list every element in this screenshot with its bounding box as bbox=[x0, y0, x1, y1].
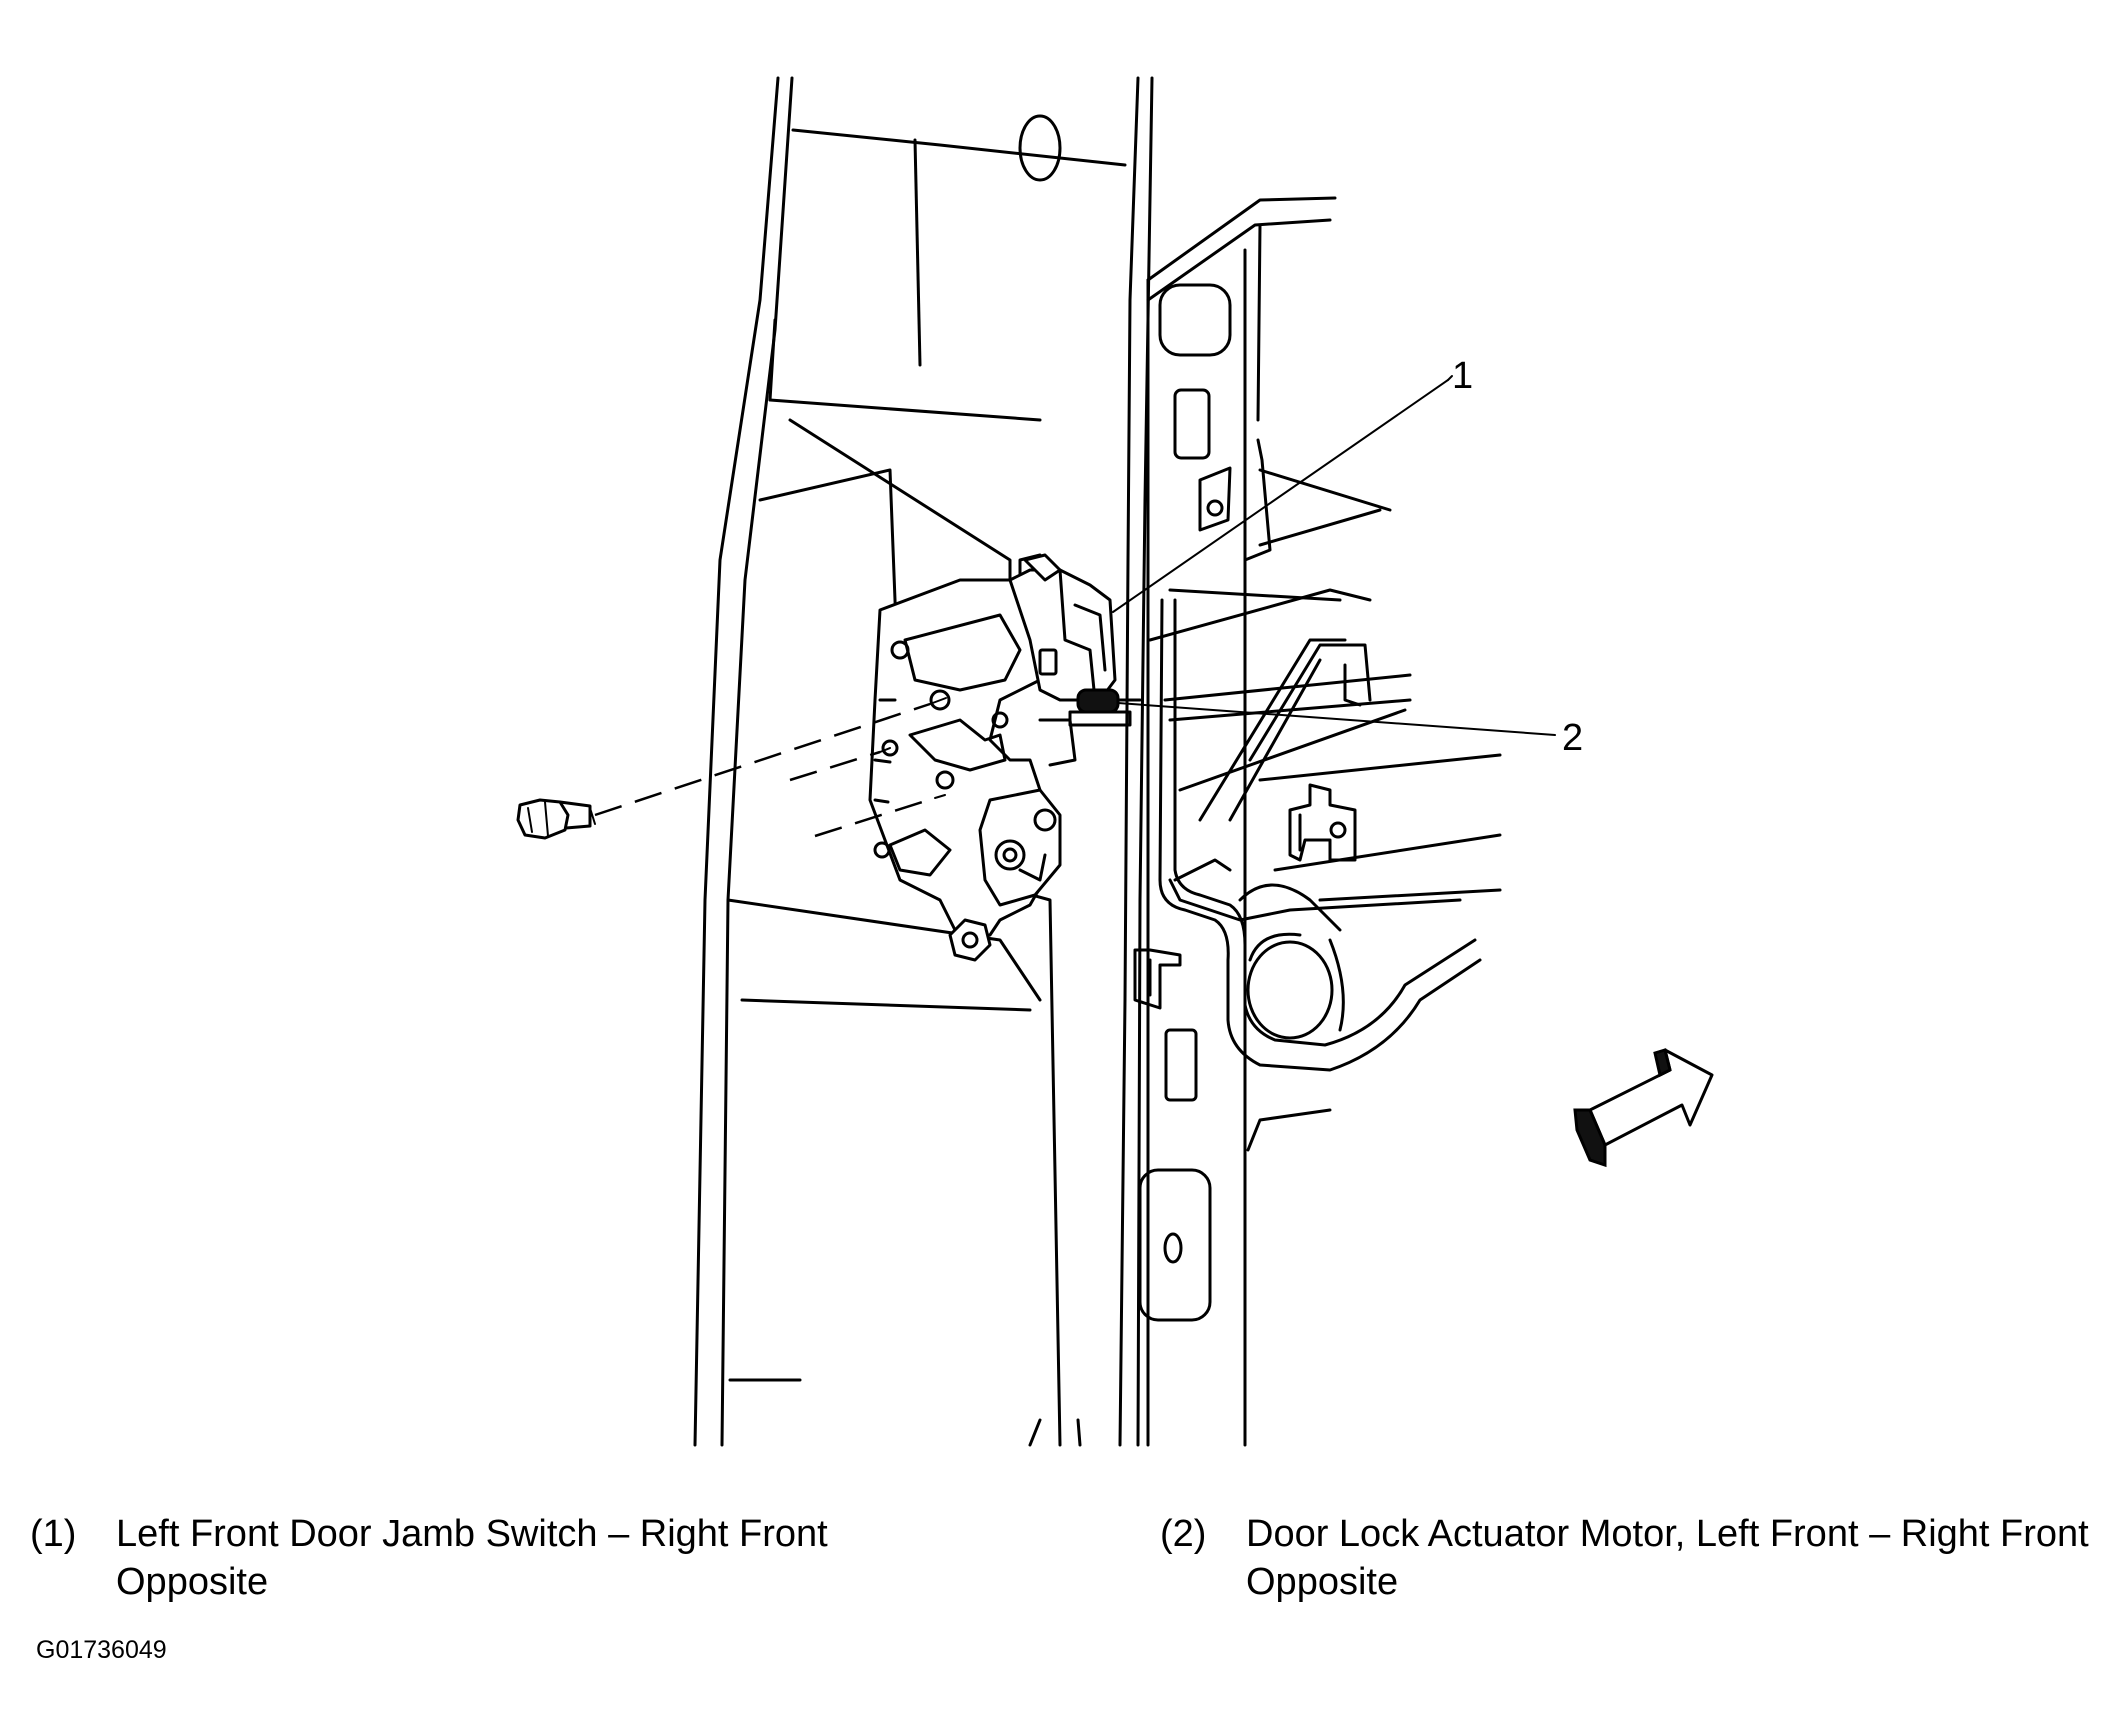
jamb-switch-connector bbox=[1008, 553, 1117, 702]
figure-id: G01736049 bbox=[36, 1636, 167, 1664]
striker-post bbox=[1133, 948, 1182, 1010]
legend-item-2: (2) Door Lock Actuator Motor, Left Front… bbox=[1160, 1510, 2100, 1606]
body-panel bbox=[1138, 196, 1502, 1447]
latch-bolt bbox=[516, 697, 947, 840]
legend-number: (1) bbox=[30, 1513, 77, 1555]
panel-bracket bbox=[1288, 783, 1357, 862]
legend-number: (2) bbox=[1160, 1513, 1207, 1555]
callout-leaders bbox=[1112, 375, 1556, 736]
legend-text: Door Lock Actuator Motor, Left Front – R… bbox=[1246, 1513, 2089, 1603]
wiring-harness bbox=[1158, 598, 1482, 1072]
leader-line-2 bbox=[1117, 702, 1556, 736]
actuator-connector bbox=[1038, 688, 1142, 767]
callout-2-label: 2 bbox=[1562, 717, 1583, 759]
front-direction-arrow bbox=[1573, 1048, 1714, 1168]
legend-item-1: (1) Left Front Door Jamb Switch – Right … bbox=[30, 1510, 990, 1606]
leader-line-1 bbox=[1112, 379, 1449, 613]
legend-text: Left Front Door Jamb Switch – Right Fron… bbox=[116, 1513, 828, 1603]
callout-1-label: 1 bbox=[1452, 355, 1473, 397]
